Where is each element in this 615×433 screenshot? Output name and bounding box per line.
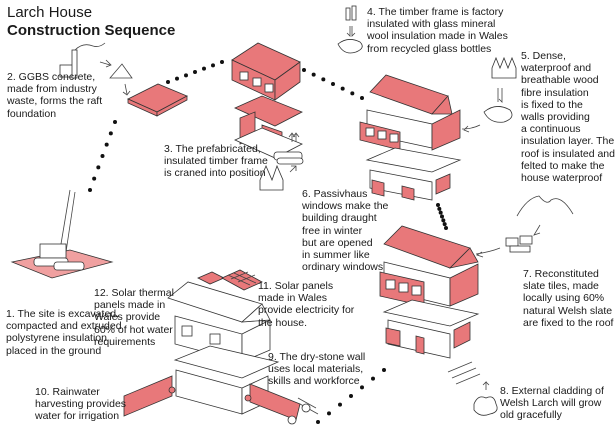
step-3-caption: 3. The prefabricated, insulated timber f… bbox=[164, 143, 268, 180]
step-9-caption: 9. The dry-stone wall uses local materia… bbox=[268, 351, 366, 388]
path-dot bbox=[350, 91, 355, 96]
path-dot bbox=[113, 120, 117, 124]
path-dot bbox=[360, 96, 364, 100]
path-dot bbox=[338, 402, 342, 407]
path-dot bbox=[311, 72, 316, 77]
glass-bottles-icon bbox=[337, 5, 363, 54]
step-2-caption: 2. GGBS concrete, made from industry was… bbox=[7, 71, 103, 120]
solar-panels-icon bbox=[197, 269, 263, 291]
path-dot bbox=[436, 203, 440, 207]
path-dot bbox=[437, 206, 442, 211]
step-12-caption: 12. Solar thermal panels made in Wales p… bbox=[94, 287, 174, 348]
step-10-caption: 10. Rainwater harvesting provides water … bbox=[35, 386, 127, 423]
path-dot bbox=[175, 76, 179, 81]
dry-stone-wall-icon bbox=[123, 375, 301, 421]
path-dot bbox=[88, 188, 92, 192]
path-dot bbox=[100, 154, 105, 158]
path-dot bbox=[108, 131, 113, 136]
path-dot bbox=[193, 70, 197, 74]
path-dot bbox=[444, 226, 448, 230]
path-dot bbox=[202, 66, 206, 71]
mountains-icon bbox=[516, 195, 574, 236]
path-dot bbox=[92, 176, 97, 181]
insulated-house-icon bbox=[359, 74, 462, 201]
slate-roof-house-icon bbox=[379, 225, 480, 359]
path-dot bbox=[211, 63, 215, 68]
path-dot bbox=[340, 86, 345, 91]
diagram-title: Larch House Construction Sequence bbox=[7, 4, 175, 40]
path-dot bbox=[440, 214, 444, 219]
path-dot bbox=[327, 411, 331, 416]
path-dot bbox=[349, 394, 353, 398]
path-dot bbox=[302, 68, 306, 72]
path-dot bbox=[166, 80, 170, 84]
sequence-dotted-path bbox=[88, 60, 448, 424]
step-1-caption: 1. The site is excavated, compacted and … bbox=[6, 308, 122, 357]
path-dot bbox=[360, 385, 364, 390]
water-tank-icon bbox=[287, 397, 319, 425]
path-dot bbox=[104, 142, 109, 147]
trees-and-logs-icon bbox=[259, 132, 304, 191]
path-dot bbox=[316, 420, 320, 424]
path-dot bbox=[184, 73, 188, 78]
timber-frame-icon bbox=[231, 42, 303, 159]
path-dot bbox=[220, 60, 224, 64]
step-8-caption: 8. External cladding of Welsh Larch will… bbox=[500, 385, 604, 422]
step-4-caption: 4. The timber frame is factory insulated… bbox=[367, 6, 508, 55]
larch-cladding-icon bbox=[447, 361, 498, 416]
finished-house-icon bbox=[167, 281, 280, 415]
excavator-icon bbox=[10, 189, 114, 279]
slate-stones-icon bbox=[475, 235, 533, 258]
path-dot bbox=[331, 82, 335, 86]
path-dot bbox=[441, 218, 446, 223]
title-line-1: Larch House bbox=[7, 4, 93, 21]
path-dot bbox=[371, 376, 375, 381]
path-dot bbox=[442, 222, 447, 227]
step-7-caption: 7. Reconstituted slate tiles, made local… bbox=[523, 268, 614, 329]
path-dot bbox=[382, 368, 386, 372]
path-dot bbox=[96, 165, 101, 170]
step-6-caption: 6. Passivhaus windows make the building … bbox=[302, 188, 389, 274]
title-line-2: Construction Sequence bbox=[7, 22, 176, 39]
step-5-caption: 5. Dense, waterproof and breathable wood… bbox=[521, 50, 615, 185]
wood-fibre-icon bbox=[461, 56, 517, 133]
path-dot bbox=[321, 77, 326, 82]
path-dot bbox=[438, 210, 443, 215]
step-11-caption: 11. Solar panels made in Wales provide e… bbox=[258, 280, 355, 329]
raft-foundation-icon bbox=[127, 83, 188, 117]
factory-icon bbox=[59, 42, 133, 96]
